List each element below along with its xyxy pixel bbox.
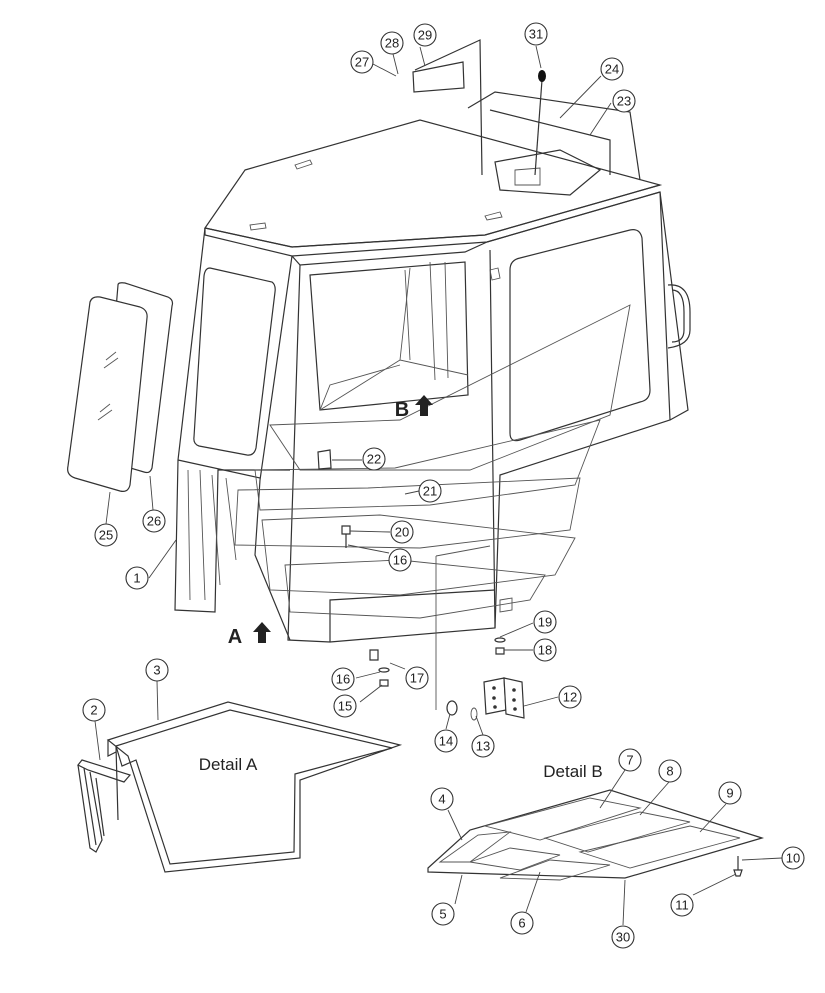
callout-22: 22 xyxy=(362,447,386,471)
callout-27: 27 xyxy=(350,50,374,74)
callout-13: 13 xyxy=(471,734,495,758)
svg-text:29: 29 xyxy=(418,28,432,43)
svg-text:31: 31 xyxy=(529,27,543,42)
callout-26: 26 xyxy=(142,509,166,533)
small-fasteners xyxy=(317,449,506,721)
svg-text:15: 15 xyxy=(338,699,352,714)
svg-text:28: 28 xyxy=(385,36,399,51)
callout-17: 17 xyxy=(405,666,429,690)
view-a-label: A xyxy=(228,626,242,648)
side-glass-25-26 xyxy=(67,282,174,492)
detail-b-label: Detail B xyxy=(543,762,603,781)
svg-text:27: 27 xyxy=(355,55,369,70)
svg-text:2: 2 xyxy=(90,703,97,718)
detail-a-seal xyxy=(77,701,403,873)
svg-text:20: 20 xyxy=(395,525,409,540)
detail-a-label: Detail A xyxy=(199,755,258,774)
view-a-arrow xyxy=(253,622,271,643)
callout-9: 9 xyxy=(718,781,742,805)
leader-lines xyxy=(94,45,783,926)
callout-24: 24 xyxy=(600,57,624,81)
callout-18: 18 xyxy=(533,638,557,662)
view-b-label: B xyxy=(395,399,409,421)
view-b-arrow xyxy=(415,395,433,416)
callout-23: 23 xyxy=(612,89,636,113)
detail-b-mat xyxy=(427,789,765,881)
svg-text:18: 18 xyxy=(538,643,552,658)
svg-text:30: 30 xyxy=(616,930,630,945)
callout-16-upper: 16 xyxy=(388,548,412,572)
svg-text:6: 6 xyxy=(518,916,525,931)
svg-text:22: 22 xyxy=(367,452,381,467)
svg-text:8: 8 xyxy=(666,764,673,779)
callout-16-lower: 16 xyxy=(331,667,355,691)
svg-text:7: 7 xyxy=(626,753,633,768)
callout-6: 6 xyxy=(510,911,534,935)
svg-text:9: 9 xyxy=(726,786,733,801)
hinge-plate-12 xyxy=(483,677,525,719)
callout-20: 20 xyxy=(390,520,414,544)
svg-text:14: 14 xyxy=(439,734,453,749)
svg-text:23: 23 xyxy=(617,94,631,109)
callout-10: 10 xyxy=(781,846,805,870)
svg-text:13: 13 xyxy=(476,739,490,754)
callout-5: 5 xyxy=(431,902,455,926)
callout-3: 3 xyxy=(145,658,169,682)
svg-text:26: 26 xyxy=(147,514,161,529)
svg-text:5: 5 xyxy=(439,907,446,922)
svg-text:11: 11 xyxy=(675,898,689,913)
callout-25: 25 xyxy=(94,523,118,547)
svg-text:12: 12 xyxy=(563,690,577,705)
callout-19: 19 xyxy=(533,610,557,634)
svg-text:17: 17 xyxy=(410,671,424,686)
svg-text:16: 16 xyxy=(393,553,407,568)
callout-12: 12 xyxy=(558,685,582,709)
callout-7: 7 xyxy=(618,748,642,772)
callout-14: 14 xyxy=(434,729,458,753)
svg-text:19: 19 xyxy=(538,615,552,630)
callout-8: 8 xyxy=(658,759,682,783)
svg-text:16: 16 xyxy=(336,672,350,687)
svg-text:24: 24 xyxy=(605,62,619,77)
svg-text:25: 25 xyxy=(99,528,113,543)
callout-11: 11 xyxy=(670,893,694,917)
callout-1: 1 xyxy=(125,566,149,590)
callout-31: 31 xyxy=(524,22,548,46)
svg-text:4: 4 xyxy=(438,792,445,807)
svg-text:21: 21 xyxy=(423,484,437,499)
callout-30: 30 xyxy=(611,925,635,949)
svg-text:10: 10 xyxy=(786,851,800,866)
callout-4: 4 xyxy=(430,787,454,811)
callout-2: 2 xyxy=(82,698,106,722)
callout-21: 21 xyxy=(418,479,442,503)
callout-28: 28 xyxy=(380,31,404,55)
callout-15: 15 xyxy=(333,694,357,718)
cab-assembly xyxy=(174,39,691,643)
callout-29: 29 xyxy=(413,23,437,47)
svg-text:3: 3 xyxy=(153,663,160,678)
svg-text:1: 1 xyxy=(133,571,140,586)
